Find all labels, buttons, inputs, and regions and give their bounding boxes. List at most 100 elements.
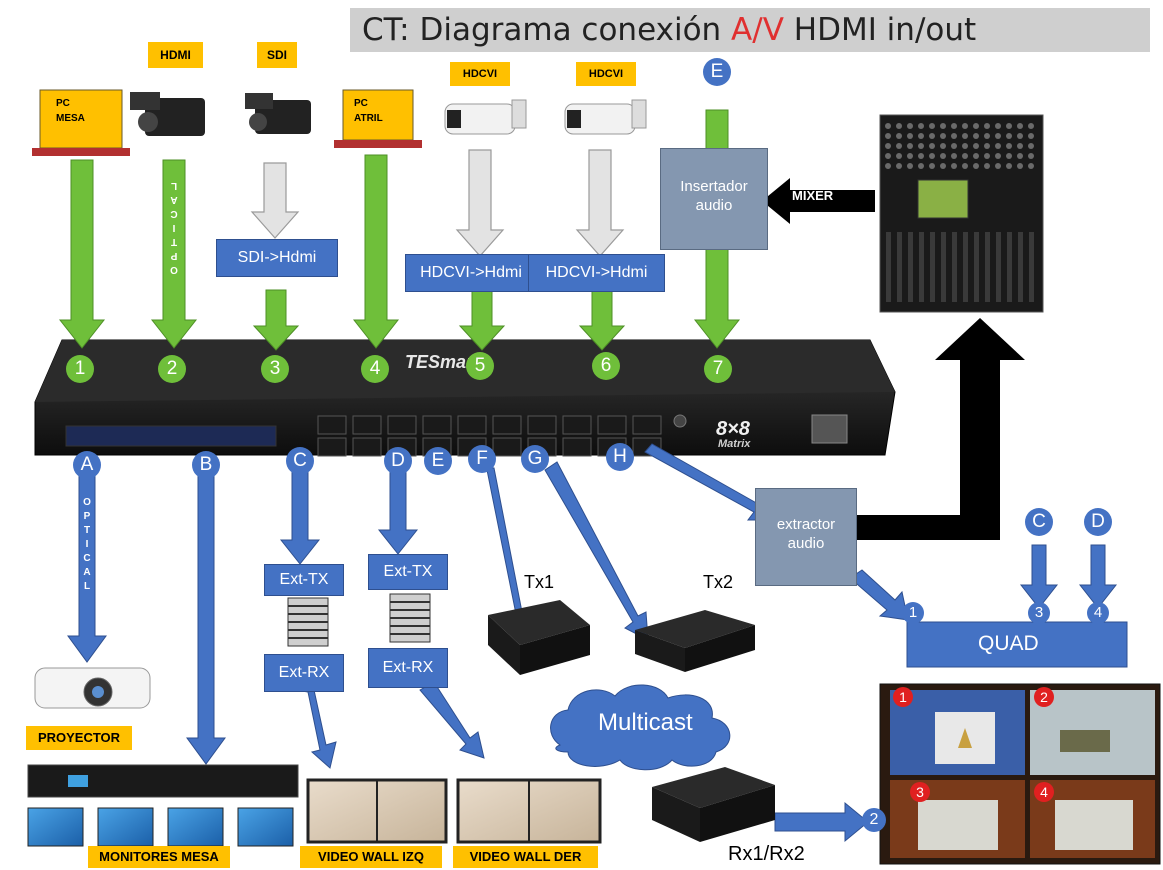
mixer-knob: [907, 163, 913, 169]
mixer-knob: [940, 123, 946, 129]
arrow-c-to-quad: [1019, 544, 1059, 609]
quad-input-1: 1: [902, 602, 924, 624]
mixer-knob: [1017, 133, 1023, 139]
mixer-knob: [995, 163, 1001, 169]
output-h-marker: H: [606, 443, 634, 471]
video-wall-der: [456, 778, 602, 844]
converter-hdcvi2-hdmi: HDCVI->Hdmi: [528, 254, 665, 292]
quad-tile-1: 1: [893, 687, 913, 707]
mixer-knob: [918, 153, 924, 159]
mixer-knob: [1017, 163, 1023, 169]
mixer-knob: [984, 143, 990, 149]
optical-letter: O: [83, 497, 91, 508]
hdcvi-label-2: HDCVI: [576, 62, 636, 86]
matrix-button: [457, 415, 487, 435]
mixer-knob: [907, 133, 913, 139]
blue-output-arrows: [67, 443, 1118, 843]
mixer-knob: [962, 153, 968, 159]
matrix-button: [352, 437, 382, 457]
mixer-knob: [962, 163, 968, 169]
mixer-fader: [919, 232, 924, 302]
arrow-pc-mesa: [58, 159, 106, 349]
matrix-switch: [34, 339, 896, 457]
mixer-knob: [918, 143, 924, 149]
video-wall-der-label: VIDEO WALL DER: [453, 846, 598, 868]
arrow-extractor-to-mixer: [855, 318, 1025, 540]
input-7-marker: 7: [704, 355, 732, 383]
arrow-output-b-monitors: [186, 475, 226, 765]
quad-input-2-marker: 2: [862, 808, 886, 832]
arrow-hdcvi1-hdmi: [458, 289, 506, 351]
mixer-fader: [930, 232, 935, 302]
arrow-hdcvi2-hdmi: [578, 289, 626, 351]
optical-letter: L: [170, 180, 178, 191]
mixer-knob: [1017, 153, 1023, 159]
audio-letter-e: E: [703, 58, 731, 86]
mixer-knob: [1028, 153, 1034, 159]
output-d-marker: D: [384, 447, 412, 475]
mixer-knob: [940, 153, 946, 159]
mixer-knob: [918, 133, 924, 139]
mixer-fader: [996, 232, 1001, 302]
output-g-marker: G: [521, 445, 549, 473]
mixer-knob: [885, 123, 891, 129]
optical-letter: C: [170, 208, 178, 219]
mixer-knob: [896, 123, 902, 129]
mixer-knob: [896, 143, 902, 149]
quad-tile-2: 2: [1034, 687, 1054, 707]
arrow-output-a-projector: [67, 475, 107, 663]
mixer-fader: [974, 232, 979, 302]
matrix-button: [317, 437, 347, 457]
mixer-knob: [1028, 163, 1034, 169]
quad-box: [906, 621, 1128, 668]
quad-tile-3: 3: [910, 782, 930, 802]
output-c-marker: C: [286, 447, 314, 475]
mixer-knob: [973, 123, 979, 129]
mixer-knob: [940, 133, 946, 139]
mixer-knob: [929, 143, 935, 149]
output-e-marker: E: [424, 447, 452, 475]
multicast-cloud: [550, 684, 731, 771]
mixer-fader: [1018, 232, 1023, 302]
gray-arrows: [250, 149, 625, 257]
projector-device: [34, 667, 151, 709]
arrow-output-c-ext-tx: [279, 471, 321, 565]
mixer-knob: [951, 163, 957, 169]
converter-sdi-hdmi: SDI->Hdmi: [216, 239, 338, 277]
tx2-device: [635, 610, 755, 672]
matrix-model-number: 8×8: [716, 418, 750, 440]
matrix-buttons: [317, 415, 662, 457]
mixer-knob: [984, 123, 990, 129]
input-1-marker: 1: [66, 355, 94, 383]
optical-letter: P: [170, 250, 178, 261]
mixer-knob: [1017, 123, 1023, 129]
quad-input-3: 3: [1028, 602, 1050, 624]
audio-path: [762, 178, 1025, 540]
matrix-button: [352, 415, 382, 435]
output-b-marker: B: [192, 451, 220, 479]
arrow-rx-to-quad: [774, 801, 869, 843]
input-6-marker: 6: [592, 352, 620, 380]
mixer-knob: [929, 123, 935, 129]
ext-tx-box-1: Ext-TX: [264, 564, 344, 596]
matrix-button: [527, 415, 557, 435]
output-f-marker: F: [468, 445, 496, 473]
mixer-knob: [929, 163, 935, 169]
diagram-title: CT: Diagrama conexión A/V HDMI in/out: [350, 8, 1150, 52]
arrow-ext-rx-vw-der: [419, 681, 485, 759]
mixer-knob: [973, 133, 979, 139]
camera-hdmi: [130, 92, 205, 136]
optical-letter: T: [83, 525, 91, 536]
camera-hdcvi-1: [444, 99, 527, 135]
rx-label: Rx1/Rx2: [728, 843, 805, 865]
arrow-output-g-tx2: [544, 461, 649, 641]
matrix-button: [422, 415, 452, 435]
video-wall-izq-label: VIDEO WALL IZQ: [300, 846, 442, 868]
mixer-knob: [973, 143, 979, 149]
arrow-extractor-to-quad: [849, 569, 909, 621]
mixer-fader: [886, 232, 891, 302]
mixer-knob: [995, 153, 1001, 159]
